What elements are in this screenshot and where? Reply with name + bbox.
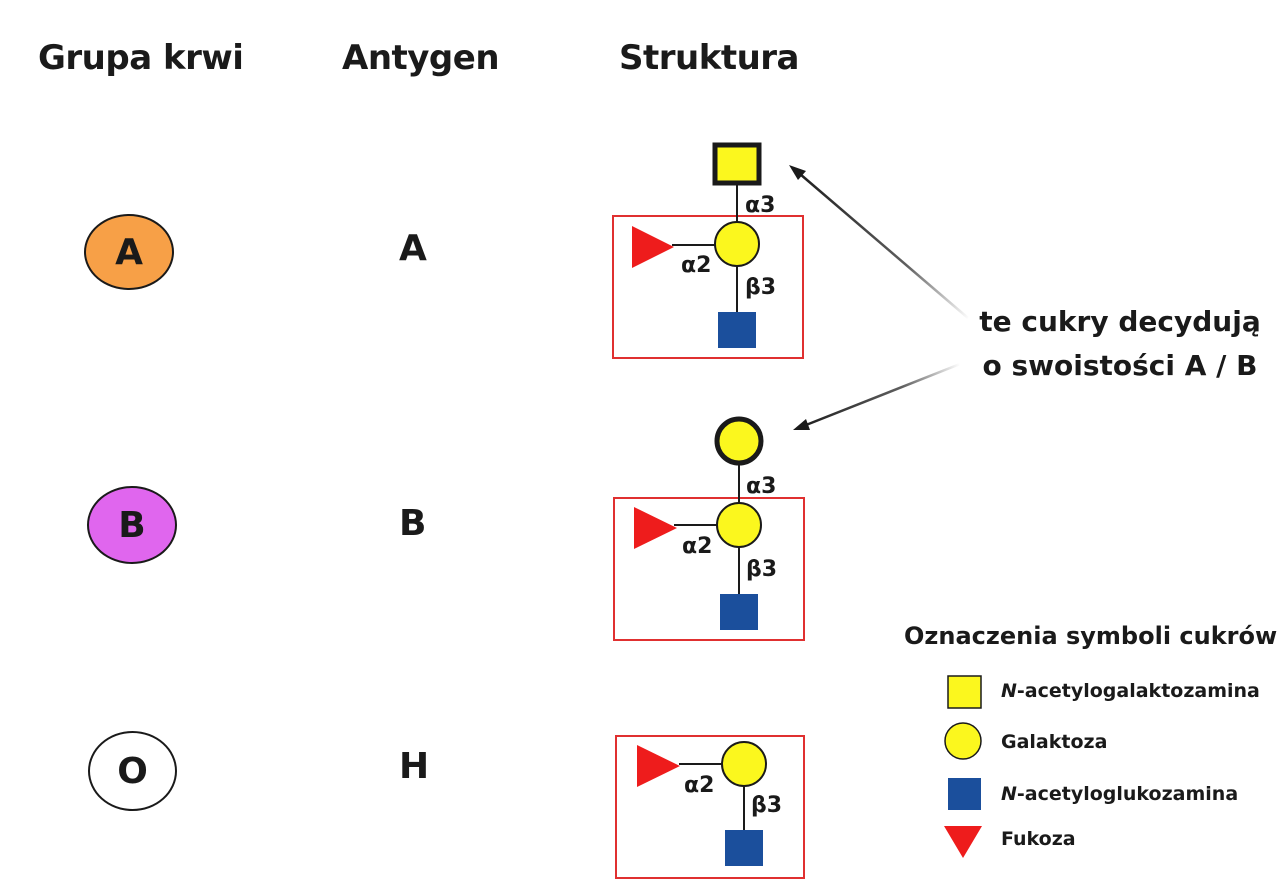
galactose-circle-icon <box>714 221 760 267</box>
h-antigen-frame-o <box>615 735 805 879</box>
fucose-triangle-icon <box>637 745 680 787</box>
linkage-beta3-b: β3 <box>746 557 777 582</box>
legend-text: -acetylogalaktozamina <box>1016 680 1260 702</box>
glcnac-square-icon <box>725 830 763 866</box>
glcnac-square-icon <box>720 594 758 630</box>
antigen-b-label: B <box>399 503 427 544</box>
header-blood-group: Grupa krwi <box>38 38 244 78</box>
legend-text: Fukoza <box>1001 828 1076 850</box>
arrowhead-galactose-icon <box>793 419 810 430</box>
linkage-beta3-a: β3 <box>745 275 776 300</box>
header-structure: Struktura <box>619 38 800 78</box>
blood-group-a-circle: A <box>84 214 174 290</box>
blood-group-b-label: B <box>118 504 146 546</box>
blood-group-o-label: O <box>117 750 148 792</box>
arrow-to-galactose <box>805 362 961 427</box>
linkage-alpha3-b: α3 <box>746 474 776 499</box>
specificity-callout: te cukry decydują o swoistości A / B <box>960 300 1280 388</box>
antigen-h-label: H <box>399 746 430 787</box>
linkage-alpha2-b: α2 <box>682 534 712 559</box>
h-antigen-frame-b <box>613 497 805 641</box>
blood-group-b-circle: B <box>87 486 177 564</box>
fucose-triangle-icon <box>634 507 677 549</box>
linkage-alpha3-a: α3 <box>745 193 775 218</box>
linkage-alpha2-h: α2 <box>684 773 714 798</box>
callout-line-1: te cukry decydują <box>979 305 1261 338</box>
legend-text: Galaktoza <box>1001 731 1108 753</box>
legend-prefix: N <box>1001 783 1017 805</box>
structure-h: α2 β3 <box>615 735 805 879</box>
linkage-beta3-h: β3 <box>751 793 782 818</box>
yellow-circle-icon <box>944 722 982 760</box>
structure-b: α3 α2 β3 <box>613 416 805 641</box>
glcnac-square-icon <box>718 312 756 348</box>
galactose-circle-icon <box>721 741 767 787</box>
legend-item-galactose: Galaktoza <box>1001 731 1107 753</box>
legend-prefix: N <box>1001 680 1017 702</box>
terminal-galactose-circle-icon <box>714 416 764 466</box>
yellow-square-icon <box>947 675 982 709</box>
antigen-a-label: A <box>399 228 427 269</box>
callout-line-2: o swoistości A / B <box>982 349 1258 382</box>
blue-square-icon <box>948 778 981 810</box>
linkage-alpha2-a: α2 <box>681 253 711 278</box>
legend-item-glcnac: N-acetyloglukozamina <box>1001 783 1238 805</box>
callout-arrows <box>789 165 969 430</box>
fucose-triangle-icon <box>632 226 674 268</box>
legend-symbols <box>944 675 982 858</box>
galactose-circle-icon <box>716 502 762 548</box>
legend-text: -acetyloglukozamina <box>1016 783 1239 805</box>
arrowhead-galnac-icon <box>789 165 806 180</box>
h-antigen-frame-a <box>612 215 804 359</box>
structure-a: α3 α2 β3 <box>612 142 804 359</box>
galnac-square-icon <box>712 142 762 186</box>
legend-item-galnac: N-acetylogalaktozamina <box>1001 680 1260 702</box>
header-antigen: Antygen <box>342 38 500 78</box>
arrow-to-galnac <box>799 173 969 319</box>
blood-group-a-label: A <box>115 231 143 273</box>
legend-item-fucose: Fukoza <box>1001 828 1076 850</box>
blood-group-o-circle: O <box>88 731 177 811</box>
legend-title: Oznaczenia symboli cukrów <box>904 622 1278 650</box>
red-triangle-icon <box>944 826 982 858</box>
